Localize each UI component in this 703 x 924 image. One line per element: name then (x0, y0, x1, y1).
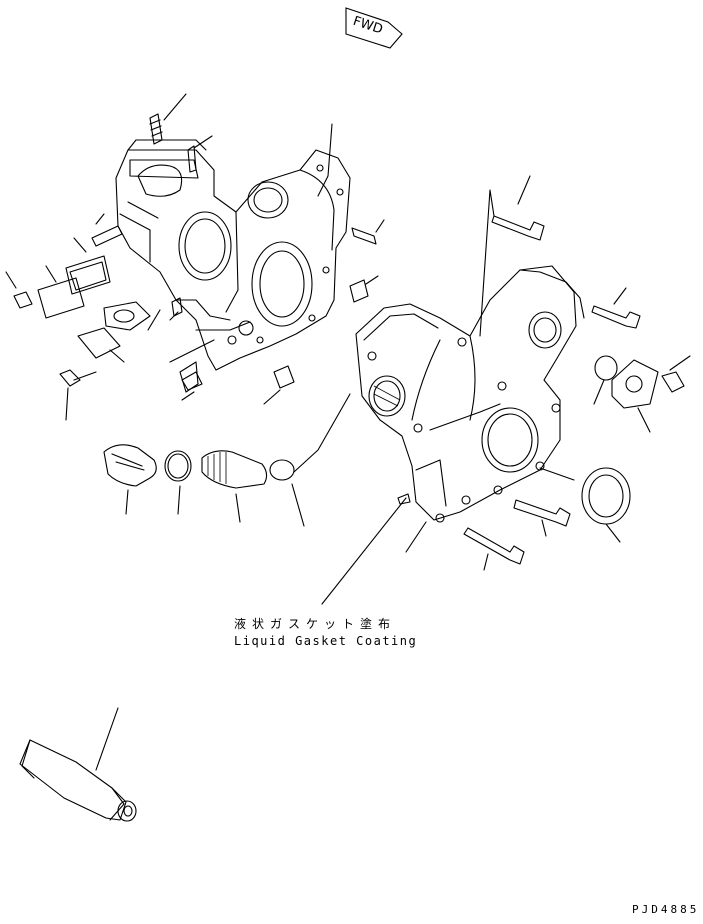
water-outlet-parts (103, 393, 351, 527)
cover-fasteners (321, 175, 691, 605)
liquid-gasket-label-en: Liquid Gasket Coating (234, 634, 418, 648)
housing-fasteners (5, 93, 385, 421)
fwd-arrow-icon: FWD (345, 7, 403, 49)
liquid-gasket-label-jp: 液状ガスケット塗布 (234, 617, 397, 631)
drawing-code: PJD4885 (632, 903, 700, 916)
gear-housing (115, 139, 351, 393)
front-cover (355, 265, 585, 553)
liquid-gasket-tube-icon (19, 707, 137, 822)
